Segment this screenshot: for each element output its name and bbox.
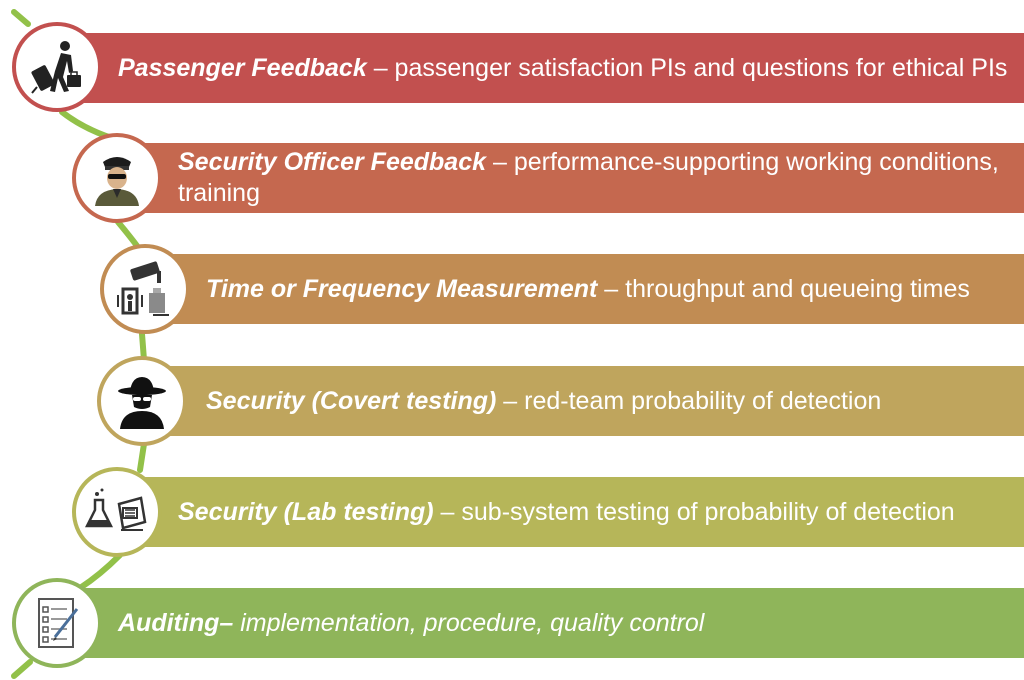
- checklist-clipboard-icon: [38, 598, 79, 648]
- bar-text: Passenger Feedback – passenger satisfact…: [118, 53, 1007, 84]
- bar-security-officer-feedback: Security Officer Feedback – performance-…: [118, 143, 1024, 213]
- security-officer-icon: [95, 157, 139, 206]
- bar-description: implementation, procedure, quality contr…: [240, 608, 705, 637]
- bar-separator: –: [366, 53, 395, 82]
- circle-security-covert-testing: [97, 356, 187, 446]
- bar-title: Time or Frequency Measurement: [206, 274, 598, 303]
- bar-text: Time or Frequency Measurement – throughp…: [206, 274, 970, 305]
- circle-passenger-feedback: [12, 22, 102, 112]
- bar-separator: –: [433, 497, 462, 526]
- cctv-scanner-icon: [117, 261, 169, 316]
- circle-time-frequency-measurement: [100, 244, 190, 334]
- bar-title: Security Officer Feedback: [178, 148, 487, 176]
- bar-title: Security (Covert testing): [206, 386, 497, 415]
- bar-description: throughput and queueing times: [625, 274, 970, 303]
- bar-security-lab-testing: Security (Lab testing) – sub-system test…: [125, 477, 1024, 547]
- bar-separator: –: [496, 386, 525, 415]
- lab-flask-scanner-icon: [85, 488, 147, 531]
- bar-text: Security (Lab testing) – sub-system test…: [178, 497, 955, 528]
- bar-title: Security (Lab testing): [178, 497, 434, 526]
- bar-title: Passenger Feedback: [118, 53, 367, 82]
- bar-separator: –: [597, 274, 626, 303]
- bar-title: Auditing: [118, 608, 220, 637]
- traveler-luggage-icon: [31, 41, 81, 94]
- bar-auditing: Auditing– implementation, procedure, qua…: [55, 588, 1024, 658]
- bar-description: sub-system testing of probability of det…: [461, 497, 955, 526]
- circle-security-officer-feedback: [72, 133, 162, 223]
- bar-separator: –: [219, 608, 241, 637]
- spy-icon: [118, 377, 166, 429]
- bar-text: Auditing– implementation, procedure, qua…: [118, 608, 704, 639]
- bar-description: red-team probability of detection: [524, 386, 882, 415]
- bar-security-covert-testing: Security (Covert testing) – red-team pro…: [158, 366, 1024, 436]
- circle-security-lab-testing: [72, 467, 162, 557]
- bar-text: Security (Covert testing) – red-team pro…: [206, 386, 881, 417]
- bar-passenger-feedback: Passenger Feedback – passenger satisfact…: [60, 33, 1024, 103]
- circle-auditing: [12, 578, 102, 668]
- bar-separator: –: [486, 148, 514, 176]
- bar-time-frequency-measurement: Time or Frequency Measurement – throughp…: [150, 254, 1024, 324]
- bar-text: Security Officer Feedback – performance-…: [178, 147, 1018, 209]
- bar-description: passenger satisfaction PIs and questions…: [394, 53, 1008, 82]
- bar-description: performance-supporting working condition…: [178, 148, 999, 207]
